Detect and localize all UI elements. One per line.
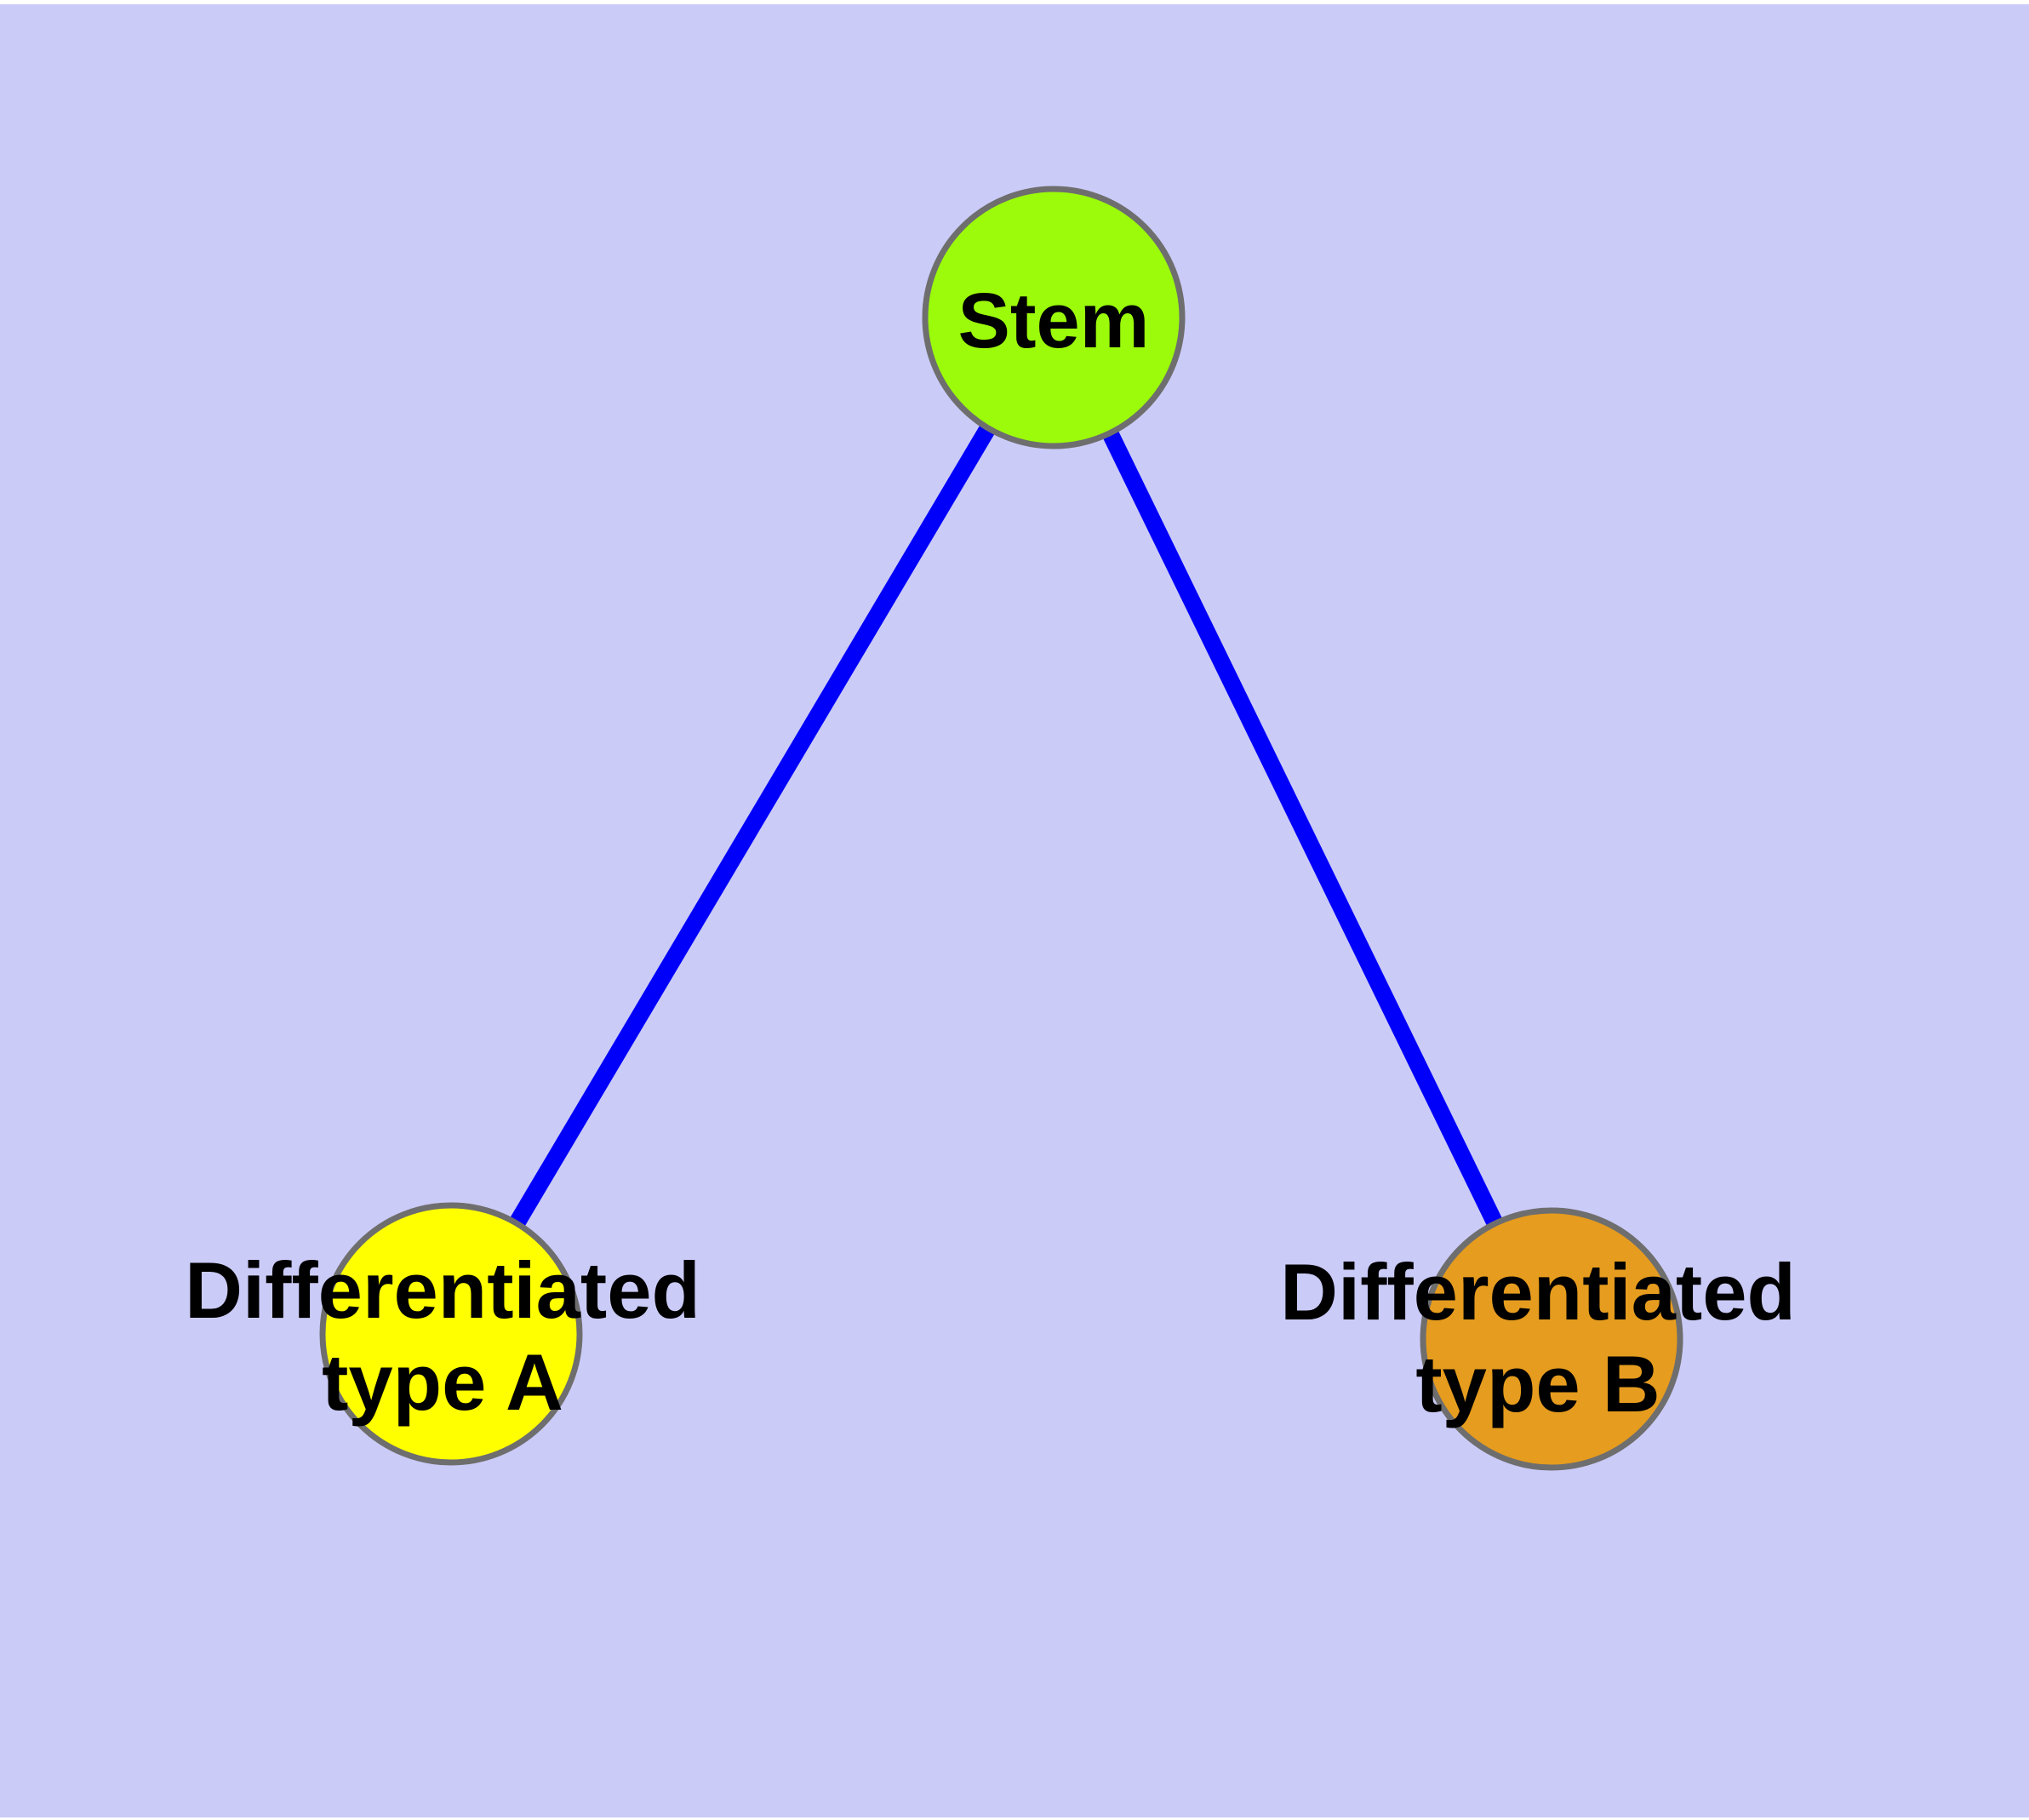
node-type-a-label-line2: type A — [322, 1337, 563, 1427]
edge-layer — [443, 312, 1559, 1343]
node-type-b-label-line1: Differentiated — [1280, 1247, 1796, 1336]
edge-stem-to-type-a — [443, 312, 1061, 1339]
node-layer — [319, 186, 1683, 1471]
node-type-a-label-line1: Differentiated — [185, 1245, 700, 1335]
node-differentiated-type-a — [319, 1202, 583, 1466]
node-differentiated-type-b — [1420, 1207, 1683, 1471]
label-layer: Stem Differentiated type A Differentiate… — [185, 278, 1796, 1428]
node-stem-label: Stem — [958, 278, 1150, 364]
edge-stem-to-type-b — [1046, 313, 1559, 1343]
node-type-b-label-line2: type B — [1415, 1339, 1660, 1428]
node-stem — [922, 186, 1186, 449]
